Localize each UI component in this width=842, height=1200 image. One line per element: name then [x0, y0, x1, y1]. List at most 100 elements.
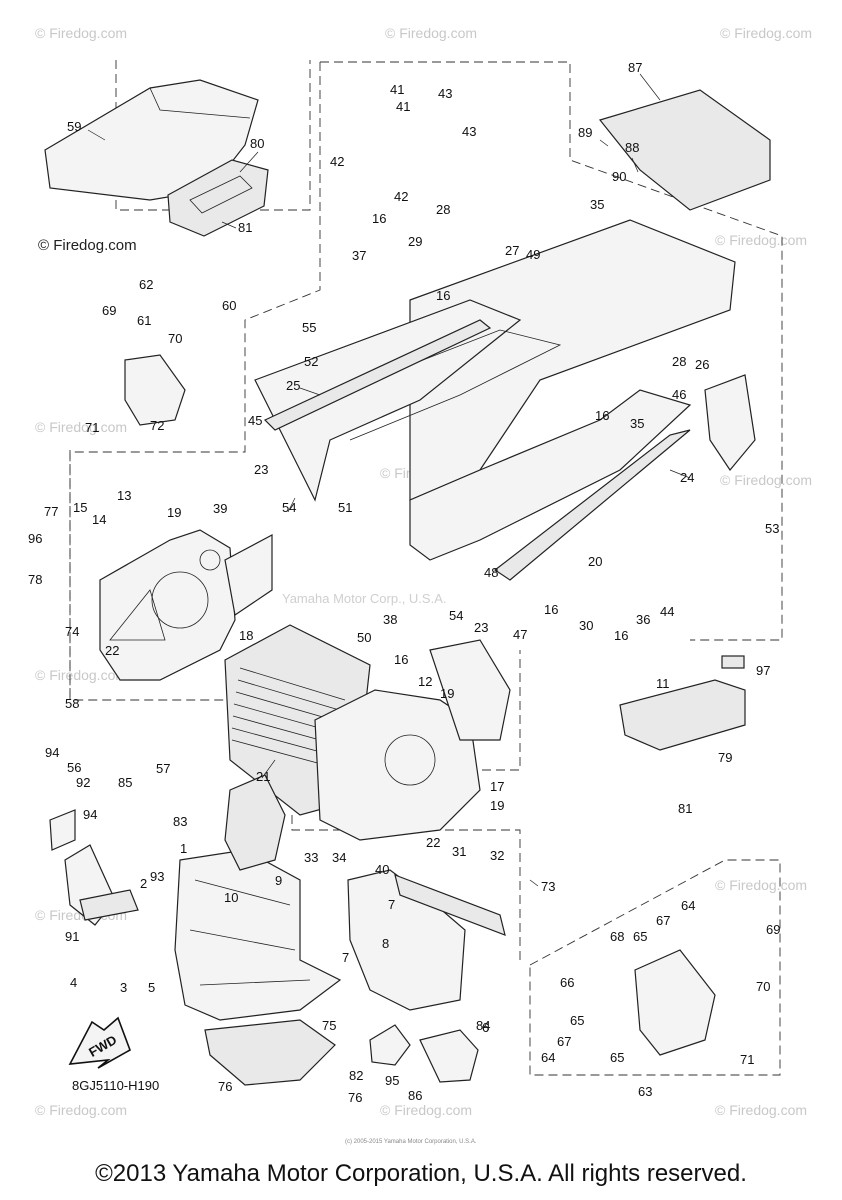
callout-57: 57: [156, 761, 170, 776]
tunnel-chassis: [254, 219, 736, 581]
callout-77: 77: [44, 504, 58, 519]
watermark: © Firedog.com: [720, 472, 812, 488]
part-18-bracket: [224, 534, 273, 617]
callout-7: 7: [388, 897, 395, 912]
watermark: © Firedog.com: [35, 667, 127, 683]
callout-76: 76: [218, 1079, 232, 1094]
watermark: © Firedog.com: [715, 877, 807, 893]
callout-69: 69: [766, 922, 780, 937]
callout-65: 65: [570, 1013, 584, 1028]
callout-13: 13: [117, 488, 131, 503]
callout-71: 71: [85, 420, 99, 435]
callout-11: 11: [656, 676, 670, 691]
callout-22: 22: [426, 835, 440, 850]
callout-64: 64: [541, 1050, 555, 1065]
part-13-mount: [99, 529, 236, 681]
callout-6: 6: [482, 1020, 489, 1035]
callout-41: 41: [390, 82, 404, 97]
callout-23: 23: [254, 462, 268, 477]
callout-12: 12: [418, 674, 432, 689]
callout-19: 19: [490, 798, 504, 813]
callout-17: 17: [490, 779, 504, 794]
callout-35: 35: [630, 416, 644, 431]
callout-60: 60: [222, 298, 236, 313]
callout-51: 51: [338, 500, 352, 515]
diagram-code: 8GJ5110-H190: [72, 1078, 159, 1093]
callout-84: 84: [476, 1018, 490, 1033]
watermark: © Firedog.com: [35, 419, 127, 435]
callout-3: 3: [120, 980, 127, 995]
callout-81: 81: [678, 801, 692, 816]
callout-80: 80: [250, 136, 264, 151]
part-72-guard: [124, 354, 186, 426]
watermark-layer: © Firedog.com © Firedog.com © Firedog.co…: [35, 25, 812, 1118]
part-79-footrest: [619, 679, 746, 751]
callout-91: 91: [65, 929, 79, 944]
callout-26: 26: [695, 357, 709, 372]
callout-16: 16: [544, 602, 558, 617]
callout-19: 19: [440, 686, 454, 701]
callout-25: 25: [286, 378, 300, 393]
callout-53: 53: [765, 521, 779, 536]
callout-16: 16: [436, 288, 450, 303]
callout-96: 96: [28, 531, 42, 546]
callout-35: 35: [590, 197, 604, 212]
callout-15: 15: [73, 500, 87, 515]
callout-94: 94: [45, 745, 59, 760]
callout-42: 42: [330, 154, 344, 169]
callout-59: 59: [67, 119, 81, 134]
callout-28: 28: [436, 202, 450, 217]
callout-9: 9: [275, 873, 282, 888]
callout-79: 79: [718, 750, 732, 765]
callout-75: 75: [322, 1018, 336, 1033]
callout-31: 31: [452, 844, 466, 859]
callout-76: 76: [348, 1090, 362, 1105]
callout-19: 19: [167, 505, 181, 520]
callout-43: 43: [438, 86, 452, 101]
callout-39: 39: [213, 501, 227, 516]
callout-18: 18: [239, 628, 253, 643]
callout-83: 83: [173, 814, 187, 829]
callout-43: 43: [462, 124, 476, 139]
callout-67: 67: [557, 1034, 571, 1049]
callout-82: 82: [349, 1068, 363, 1083]
part-26-bracket: [704, 374, 756, 472]
part-40-bar: [394, 874, 506, 936]
callout-29: 29: [408, 234, 422, 249]
part-75-skid: [204, 1019, 336, 1086]
watermark: © Firedog.com: [720, 25, 812, 41]
callout-89: 89: [578, 125, 592, 140]
callout-90: 90: [612, 169, 626, 184]
watermark: © Firedog.com: [715, 232, 807, 248]
callout-78: 78: [28, 572, 42, 587]
part-84-cover: [369, 1024, 479, 1083]
callout-87: 87: [628, 60, 642, 75]
part-1-front-frame: [174, 849, 342, 1021]
part-87-rear-box: [598, 89, 771, 211]
leader-lines: [87, 73, 691, 887]
part-63-box: [634, 949, 716, 1056]
callout-62: 62: [139, 277, 153, 292]
part-9-plate: [224, 774, 286, 871]
callout-92: 92: [76, 775, 90, 790]
callout-69: 69: [102, 303, 116, 318]
callout-94: 94: [83, 807, 97, 822]
callout-72: 72: [150, 418, 164, 433]
callout-54: 54: [282, 500, 296, 515]
part-91-92-brackets: [49, 809, 139, 926]
callout-10: 10: [224, 890, 238, 905]
callout-27: 27: [505, 243, 519, 258]
callout-54: 54: [449, 608, 463, 623]
callout-55: 55: [302, 320, 316, 335]
callout-61: 61: [137, 313, 151, 328]
callout-70: 70: [168, 331, 182, 346]
watermark: © Firedog.com: [715, 1102, 807, 1118]
callout-1: 1: [180, 841, 187, 856]
callout-37: 37: [352, 248, 366, 263]
callout-65: 65: [633, 929, 647, 944]
callout-49: 49: [526, 247, 540, 262]
callout-65: 65: [610, 1050, 624, 1065]
callout-88: 88: [625, 140, 639, 155]
callout-16: 16: [372, 211, 386, 226]
